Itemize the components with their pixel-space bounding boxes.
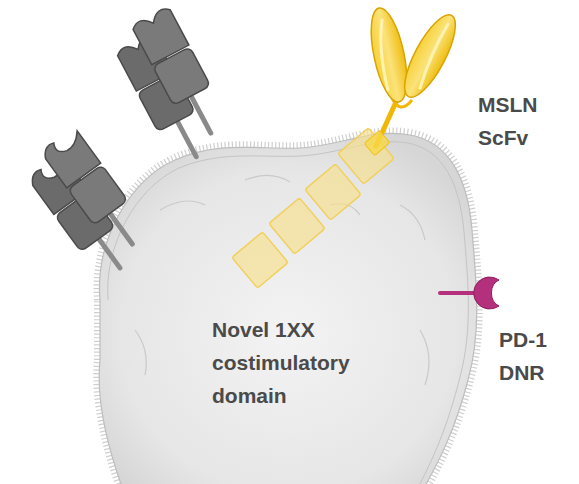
tcr-receptor [19, 127, 157, 281]
receptor-domain [131, 6, 189, 65]
membrane-inner-line [108, 142, 469, 484]
membrane-wrinkle [400, 205, 425, 240]
tcr-receptor [108, 6, 237, 167]
pd1-domain [474, 277, 499, 309]
signaling-block [269, 198, 325, 254]
scfv-highlight [381, 20, 388, 90]
cell-body [99, 133, 477, 484]
receptor-domain [40, 127, 100, 188]
membrane-wrinkle [135, 330, 146, 375]
scfv-light-chain [395, 8, 465, 103]
membrane-wrinkle [245, 175, 290, 182]
signaling-block [305, 164, 361, 220]
part-label: PD-1 DNR [499, 323, 565, 389]
scfv-highlight [420, 24, 448, 88]
receptor-stalk [99, 239, 120, 268]
pd1-stalk [440, 291, 478, 295]
receptor-stalk [110, 213, 132, 244]
car-transmembrane [364, 130, 390, 155]
receptor-stalk [191, 96, 211, 133]
cell-membrane [99, 133, 477, 484]
membrane-wrinkle [420, 330, 429, 385]
receptor-stalk [177, 121, 196, 156]
costimulatory-domain [232, 128, 394, 288]
membrane-wrinkle [160, 201, 205, 210]
part-label: Novel 1XX costimulatory domain [212, 313, 367, 412]
part-label: MSLN ScFv [478, 88, 550, 154]
signaling-block [232, 232, 288, 288]
